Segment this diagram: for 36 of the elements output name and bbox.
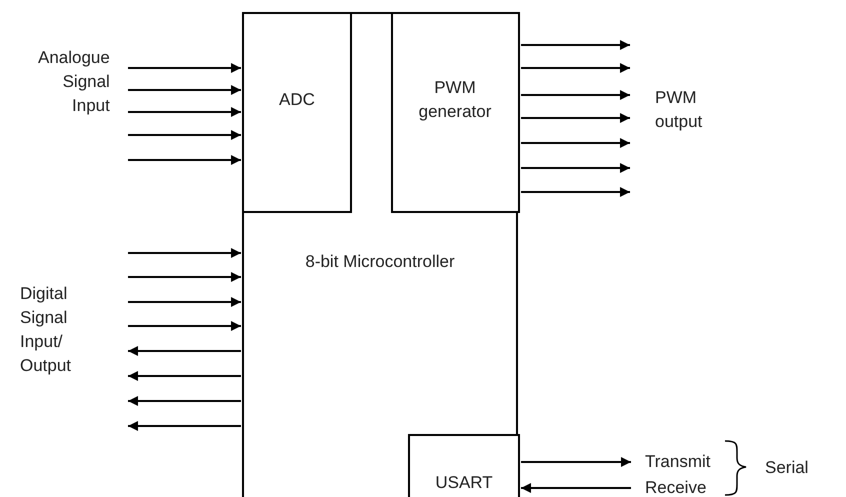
arrow	[128, 107, 241, 117]
arrow	[128, 371, 241, 381]
arrow	[521, 90, 630, 100]
adc-block	[242, 12, 352, 213]
arrow	[128, 346, 241, 356]
arrow	[128, 297, 241, 307]
arrow	[128, 63, 241, 73]
arrow	[128, 130, 241, 140]
block-label: PWM generator	[418, 77, 492, 123]
arrow	[128, 155, 241, 165]
box-title: 8-bit Microcontroller	[304, 251, 456, 273]
output-label: PWM output	[655, 87, 702, 133]
arrow	[521, 40, 630, 50]
arrow	[521, 457, 631, 467]
microcontroller-box	[242, 12, 518, 497]
arrow	[521, 138, 630, 148]
arrow	[128, 248, 241, 258]
signal-label: Transmit	[645, 450, 710, 474]
pwm-generator-block	[391, 12, 520, 213]
arrow	[521, 63, 630, 73]
block-label: USART	[434, 472, 494, 494]
input-output-label: Digital Signal Input/ Output	[20, 283, 72, 377]
usart-block	[408, 434, 520, 497]
arrow	[128, 321, 241, 331]
group-label: Serial	[765, 457, 808, 479]
signal-label: Receive	[645, 476, 706, 497]
arrow	[521, 163, 630, 173]
arrow	[128, 85, 241, 95]
input-label: Analogue Signal Input	[38, 47, 110, 117]
arrow	[521, 113, 630, 123]
arrow	[521, 483, 631, 493]
arrow	[128, 421, 241, 431]
arrow	[521, 187, 630, 197]
arrow	[128, 396, 241, 406]
block-label: ADC	[278, 89, 316, 111]
arrow	[128, 272, 241, 282]
